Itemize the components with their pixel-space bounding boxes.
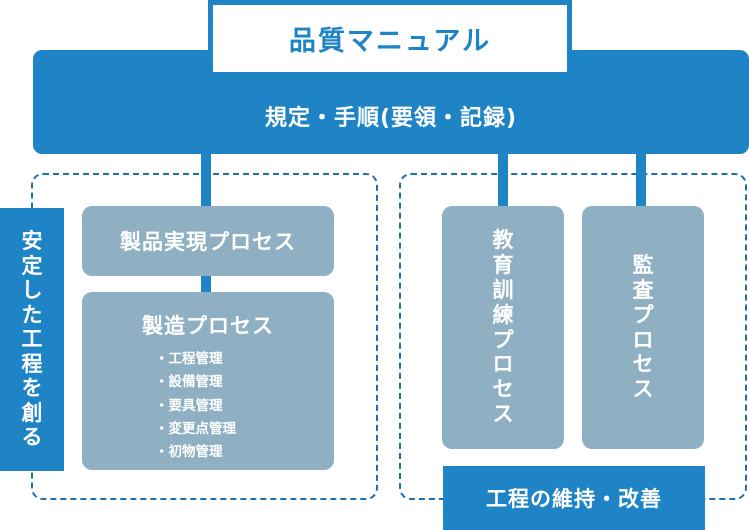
- side-label-char: 定: [21, 253, 43, 278]
- audit-process-box: 監 査 プ ロ セ ス: [582, 206, 704, 449]
- product-realization-process-box: 製品実現プロセス: [82, 206, 334, 276]
- box-char: セ: [632, 352, 654, 377]
- process-maintenance-improvement-label: 工程の維持・改善: [443, 466, 705, 530]
- side-label-char: る: [21, 425, 43, 450]
- box-char: ス: [632, 377, 654, 402]
- side-label-char: 創: [21, 400, 43, 425]
- box-char: ロ: [632, 327, 654, 352]
- box-char: ロ: [492, 352, 514, 377]
- box-char: 監: [632, 253, 654, 278]
- box-char: ス: [492, 401, 514, 426]
- connector-middle: [498, 150, 508, 208]
- side-label-char: 程: [21, 351, 43, 376]
- manufacturing-process-box: 製造プロセス ・工程管理 ・設備管理 ・要具管理 ・変更点管理 ・初物管理: [82, 292, 334, 470]
- rules-procedures-label: 規定・手順(要領・記録): [264, 105, 518, 131]
- box-char: 査: [632, 277, 654, 302]
- box-char: 訓: [492, 277, 514, 302]
- box-char: 教: [492, 228, 514, 253]
- box-char: プ: [492, 327, 514, 352]
- box-char: 育: [492, 253, 514, 278]
- education-training-process-box: 教 育 訓 練 プ ロ セ ス: [442, 206, 564, 449]
- side-label-char: 工: [21, 327, 43, 352]
- manufacturing-process-title: 製造プロセス: [142, 314, 274, 338]
- stable-process-side-label: 安 定 し た 工 程 を 創 る: [0, 208, 64, 471]
- box-char: セ: [492, 377, 514, 402]
- manufacturing-process-items: ・工程管理 ・設備管理 ・要具管理 ・変更点管理 ・初物管理: [155, 348, 236, 464]
- quality-manual-title: 品質マニュアル: [208, 0, 572, 77]
- connector-right: [636, 150, 646, 208]
- side-label-char: 安: [21, 228, 43, 253]
- box-char: 練: [492, 302, 514, 327]
- product-realization-process-label: 製品実現プロセス: [120, 230, 296, 254]
- connector-product-to-manufacturing: [201, 274, 211, 294]
- list-item: ・要具管理: [155, 397, 223, 414]
- side-label-char: た: [21, 302, 43, 327]
- list-item: ・変更点管理: [155, 420, 236, 437]
- list-item: ・工程管理: [155, 351, 223, 367]
- side-label-char: し: [21, 278, 43, 303]
- list-item: ・初物管理: [155, 444, 223, 461]
- connector-left: [201, 150, 211, 208]
- box-char: プ: [632, 302, 654, 327]
- list-item: ・設備管理: [155, 374, 223, 391]
- side-label-char: を: [21, 376, 43, 401]
